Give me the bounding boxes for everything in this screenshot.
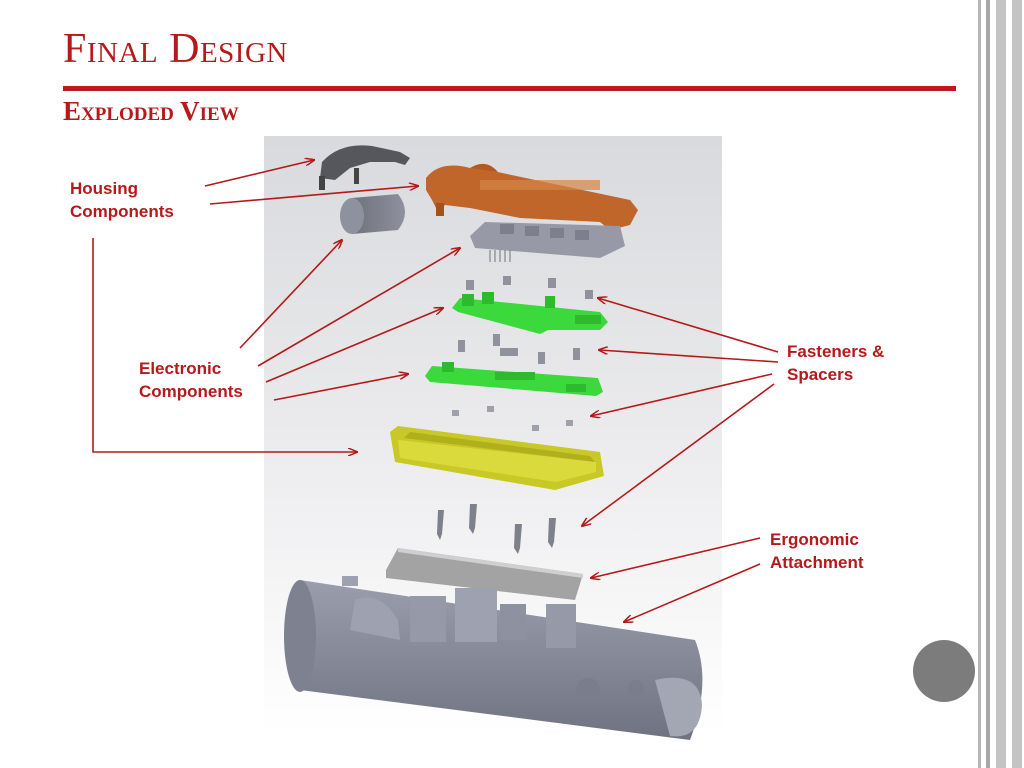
arrow-screws <box>582 383 775 526</box>
housing-frame <box>426 163 638 230</box>
housing-tray <box>390 426 604 490</box>
label-housing-components: Housing Components <box>70 179 174 221</box>
pcb-top <box>452 292 608 334</box>
slide-nav-button[interactable] <box>913 640 975 702</box>
screws <box>437 504 556 554</box>
callout-arrows <box>92 160 779 622</box>
label-fasteners-spacers: Fasteners & Spacers <box>787 342 885 384</box>
arrow-housing-cap <box>204 160 314 187</box>
label-ergonomic-attachment: Ergonomic Attachment <box>770 530 864 572</box>
battery-cylinder <box>340 194 405 234</box>
slide-border-decoration <box>976 0 1024 768</box>
slide-subtitle: Exploded View <box>63 96 239 126</box>
arrow-connector <box>257 248 460 367</box>
arrow-pcb-bottom <box>273 374 408 401</box>
slide-title: Final Design <box>63 26 288 72</box>
spacers-row-1 <box>466 276 593 299</box>
arrow-ergonomic-block <box>591 537 761 578</box>
ergonomic-block <box>386 548 583 600</box>
arrow-housing-frame <box>209 186 418 205</box>
spacers-row-2 <box>458 334 580 364</box>
arrow-spacers-3 <box>591 373 773 416</box>
arrow-spacers-1 <box>598 298 779 353</box>
housing-top-cap <box>319 145 410 190</box>
arrow-housing-tray <box>92 238 357 452</box>
arrow-pcb-top <box>265 308 443 383</box>
handle-tube <box>284 576 703 740</box>
arrow-battery <box>239 240 342 349</box>
arrow-spacers-2 <box>599 350 779 363</box>
connector-block <box>470 222 625 262</box>
spacers-row-3 <box>452 406 573 431</box>
arrow-handle-tube <box>624 563 761 622</box>
pcb-bottom <box>425 362 603 396</box>
label-electronic-components: Electronic Components <box>139 359 243 401</box>
title-divider <box>63 86 956 91</box>
